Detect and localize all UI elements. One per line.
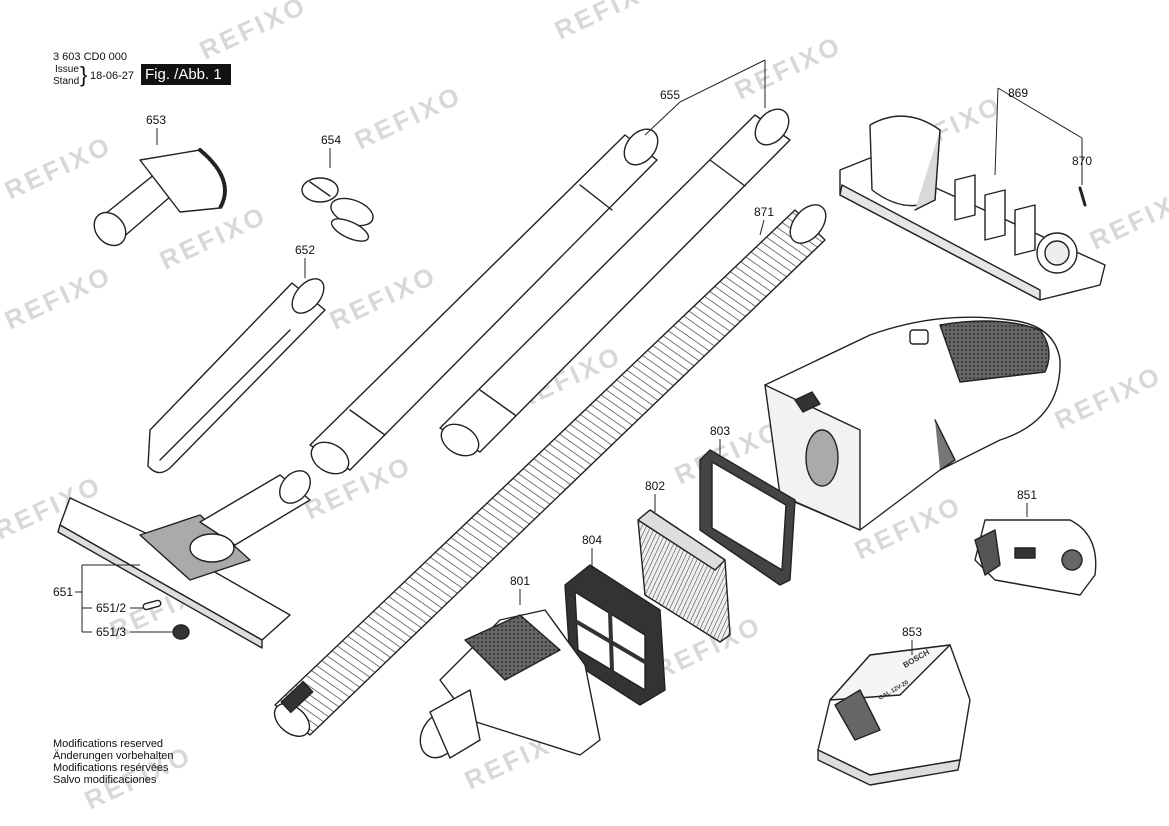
watermark-text: REFIXO [325,260,442,336]
part-label-layer: 653 654 652 655 871 869 870 651 651/2 65… [53,86,1092,639]
label-870: 870 [1072,154,1092,168]
note-es: Salvo modificaciones [53,774,157,786]
part-801-nozzle-attachment [419,609,601,759]
part-869-wall-bracket [839,115,1106,301]
label-802: 802 [645,479,665,493]
label-652: 652 [295,243,315,257]
label-655: 655 [660,88,680,102]
label-851: 851 [1017,488,1037,502]
part-651-floor-nozzle [57,470,311,649]
watermark-text: REFIXO [195,0,312,65]
label-801: 801 [510,574,530,588]
part-655-extension-tube-b [439,108,791,457]
part-870-screw [1078,186,1087,207]
watermark-text: REFIXO [350,80,467,156]
document-number: 3 603 CD0 000 [53,51,127,63]
label-651: 651 [53,585,73,599]
modifications-notes: Modifications reserved Änderungen vorbeh… [53,738,173,786]
watermark-text: REFIXO [1085,180,1169,256]
part-802-pleated-filter [637,509,731,643]
stand-label: Stand [53,76,80,87]
part-803-filter-gasket [699,449,796,586]
brace-icon: } [80,62,88,87]
note-en: Modifications reserved [53,738,164,750]
part-655-extension-tube-a [309,128,659,475]
watermark-text: REFIXO [1050,360,1167,436]
label-653: 653 [146,113,166,127]
watermark-text: REFIXO [730,30,847,106]
issue-label: Issue [55,64,79,75]
part-651-2-pin [142,599,162,611]
issue-date: 18-06-27 [90,70,135,82]
part-651-3-cap [172,624,190,640]
watermark-text: REFIXO [0,130,117,206]
watermark-text: REFIXO [550,0,667,45]
watermark-text: REFIXO [0,260,117,336]
label-853: 853 [902,625,922,639]
label-869: 869 [1008,86,1028,100]
part-804-pre-filter [564,564,666,706]
label-803: 803 [710,424,730,438]
part-652-crevice-nozzle [147,278,326,474]
vacuum-main-unit [764,316,1061,531]
part-654-hose-clip [301,177,374,242]
note-fr: Modifications resérvées [53,762,169,774]
part-853-charger [817,644,971,786]
figure-badge: Fig. /Abb. 1 [141,64,231,85]
label-651-2: 651/2 [96,601,126,615]
label-651-3: 651/3 [96,625,126,639]
label-871: 871 [754,205,774,219]
part-871-flexible-hose [273,204,827,737]
watermark-text: REFIXO [155,200,272,276]
note-de: Änderungen vorbehalten [53,750,174,762]
label-804: 804 [582,533,602,547]
part-653-upholstery-nozzle [93,148,227,247]
part-851-battery [974,519,1097,596]
leader-lines [75,59,1083,655]
label-654: 654 [321,133,341,147]
